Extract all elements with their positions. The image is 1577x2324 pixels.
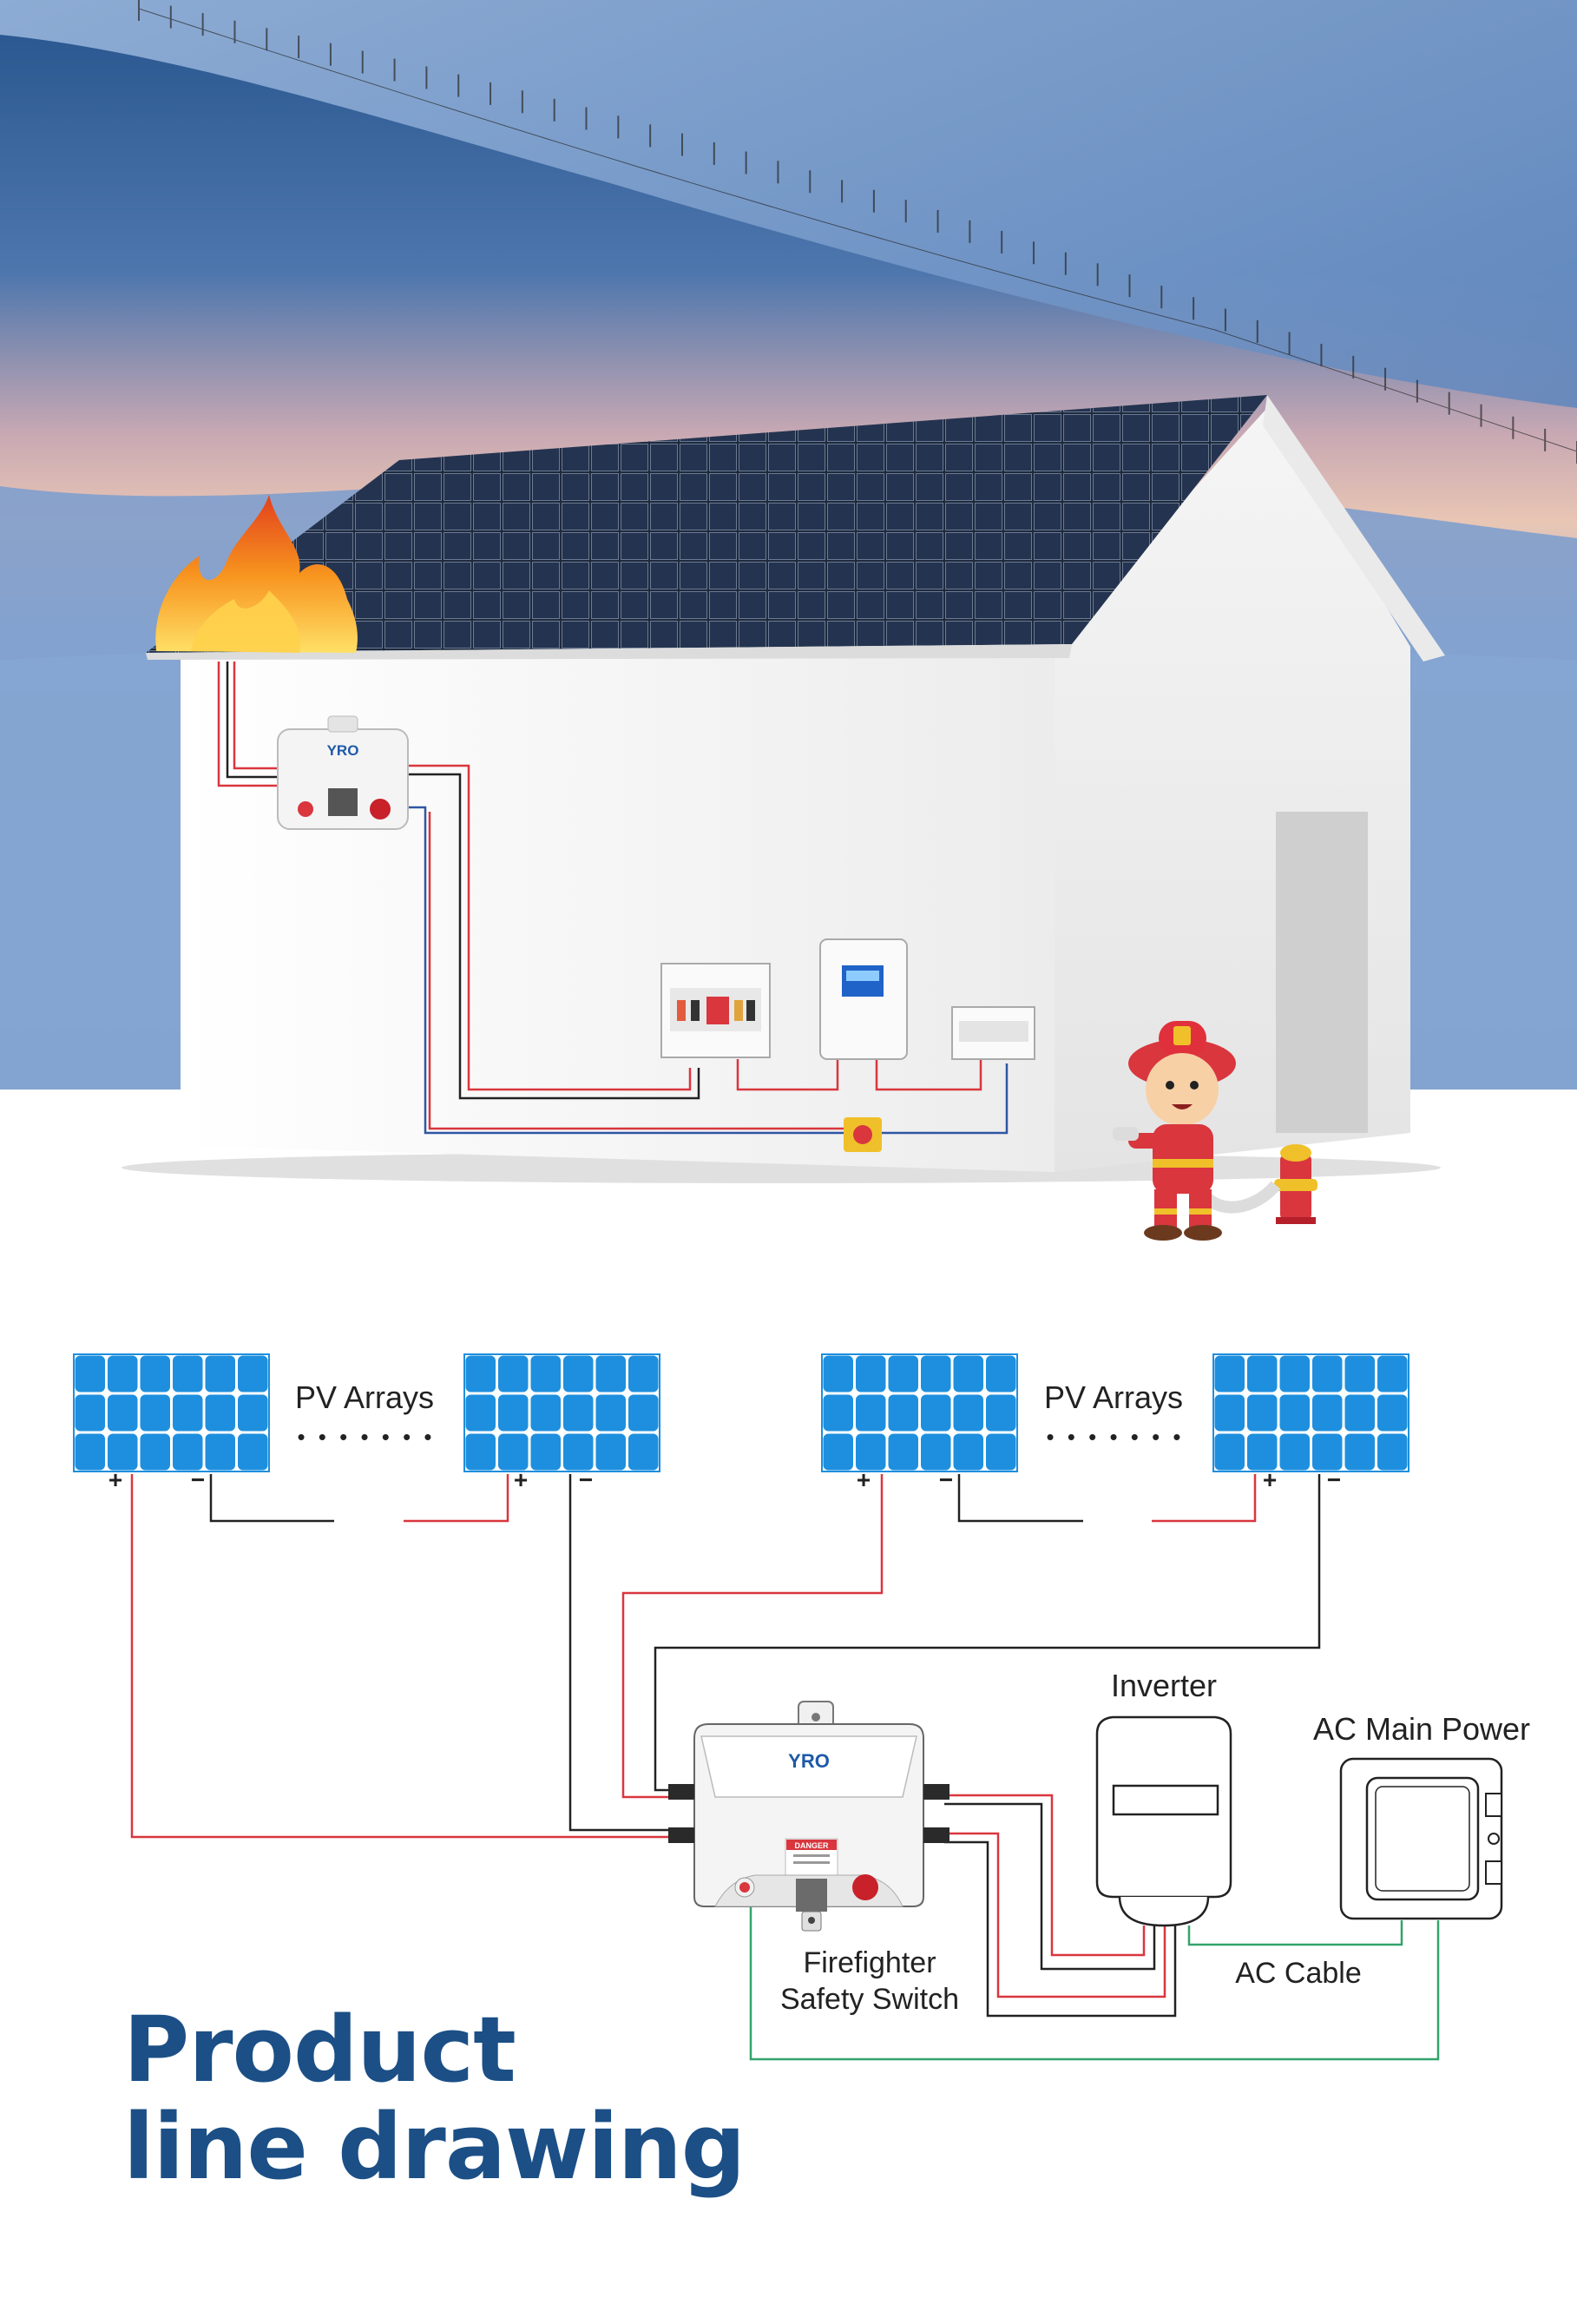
ac-distribution-box [951, 1006, 1035, 1060]
snow-hill-upper [0, 0, 1577, 408]
wire-out-black-2 [944, 1840, 1177, 2018]
pv-arrays-label-right: PV Arrays [1044, 1379, 1183, 1415]
pv-dots-right: • • • • • • • [1046, 1424, 1184, 1450]
plus-mark: + [108, 1466, 122, 1493]
wiring-diagram: PV Arrays • • • • • • • PV Arrays • • • … [73, 1353, 1530, 2061]
danger-label: DANGER [794, 1841, 829, 1850]
plus-mark: + [514, 1466, 528, 1493]
switch-label-line1: Firefighter [803, 1946, 936, 1979]
pv-panel-icon [821, 1353, 1018, 1472]
minus-mark: − [579, 1466, 593, 1493]
minus-mark: − [939, 1466, 953, 1493]
house-wiring [217, 662, 1009, 1135]
roof-fascia [1263, 395, 1445, 662]
firefighter-cartoon [1113, 1021, 1236, 1241]
inverter-label: Inverter [1111, 1668, 1217, 1703]
wire-out-black-1 [944, 1802, 1156, 1971]
combiner-box [660, 963, 771, 1058]
pv-panel-icon [463, 1353, 660, 1472]
minus-mark: − [1327, 1466, 1341, 1493]
wall-switch-logo: YRO [327, 742, 359, 759]
diagram-wires [130, 1474, 1440, 2061]
pv-dots-left: • • • • • • • [297, 1424, 435, 1450]
plus-mark: + [857, 1466, 871, 1493]
fire-hydrant-icon [1274, 1144, 1317, 1224]
wire-right-series-black [957, 1474, 1083, 1523]
wire-out-red-2 [944, 1832, 1166, 1998]
house-inverter [819, 938, 908, 1060]
wire-left-series-black [209, 1474, 334, 1523]
wire-left-series-red [404, 1474, 509, 1523]
house: YRO [122, 395, 1445, 1241]
page-title: Product line drawing [123, 2001, 991, 2196]
hero-scene: YRO [0, 0, 1577, 1241]
pv-panel-icon [73, 1353, 270, 1472]
house-door [1276, 812, 1368, 1133]
switch-label-line2: Safety Switch [780, 1983, 959, 2016]
wire-right-positive [621, 1474, 884, 1799]
ac-main-power-label: AC Main Power [1313, 1711, 1530, 1747]
firefighter-safety-switch-device: YRO DANGER [668, 1701, 949, 1932]
title-line-2: line drawing [123, 2094, 746, 2200]
wall-safety-switch: YRO [277, 715, 409, 830]
roof-solar-panels [146, 395, 1267, 653]
wire-right-negative [654, 1474, 1321, 1792]
isolator-switch [844, 1117, 882, 1152]
wire-left-positive [130, 1474, 670, 1839]
ac-main-power-device [1339, 1757, 1503, 1920]
wire-ac-cable [1187, 1920, 1403, 1946]
minus-mark: − [191, 1466, 205, 1493]
roof-fire-icon [155, 495, 358, 653]
inverter-device [1095, 1715, 1232, 1927]
house-front-wall [181, 642, 1055, 1172]
title-line-1: Product [123, 1997, 516, 2103]
polarity-marks: + − + − + − + − [108, 1466, 1341, 1493]
pv-panel-icon [1212, 1353, 1409, 1472]
wire-signal-loop [749, 1904, 1440, 2061]
pv-arrays-label-left: PV Arrays [295, 1379, 434, 1415]
fence [138, 0, 1577, 464]
wire-out-red-1 [944, 1794, 1146, 1957]
wire-left-negative [568, 1474, 670, 1832]
wire-right-series-red [1152, 1474, 1257, 1523]
plus-mark: + [1263, 1466, 1277, 1493]
ac-cable-label: AC Cable [1235, 1957, 1362, 1990]
device-logo: YRO [788, 1750, 830, 1772]
